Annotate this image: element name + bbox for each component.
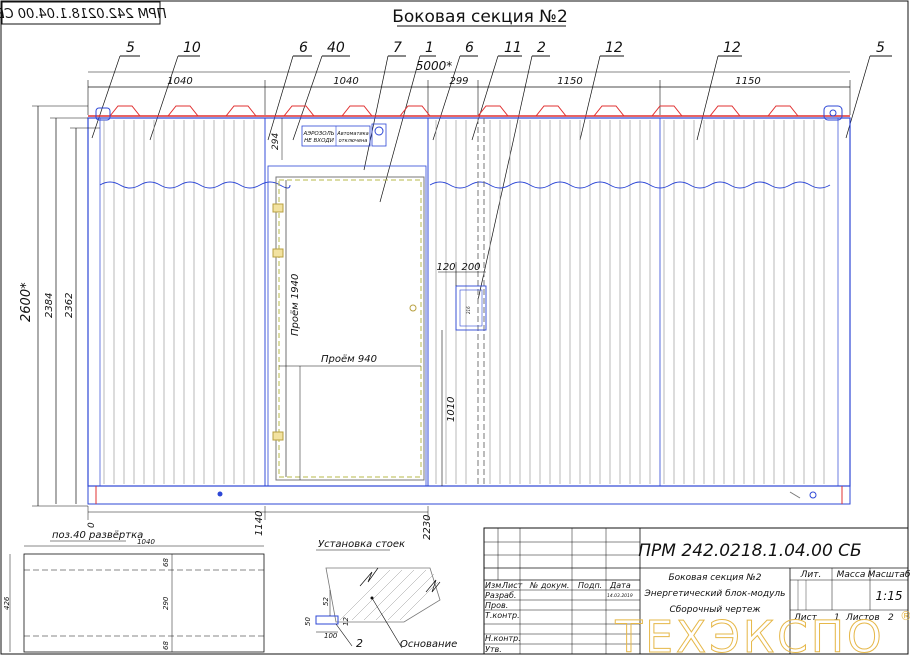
callout-40: 40 [327, 40, 345, 56]
tb-list: Лист [501, 581, 523, 590]
callout-2: 2 [537, 40, 546, 56]
tb-utv: Утв. [485, 645, 502, 654]
cable-entry: 216 120 200 1010 [436, 262, 487, 486]
unfold-height: 426 [3, 596, 11, 610]
dim-120: 120 [436, 262, 455, 273]
callout-12-a: 12 [605, 40, 623, 56]
tb-sign: Подп. [578, 581, 602, 590]
dim-5000: 5000* [416, 59, 453, 73]
tb-code: ПРМ 242.0218.1.04.00 СБ [638, 541, 861, 561]
callout-6-right: 6 [465, 40, 474, 56]
install-50: 50 [304, 617, 312, 626]
tb-date: Дата [609, 581, 631, 590]
alarm-device-icon [371, 123, 387, 147]
dim-1010: 1010 [446, 397, 457, 422]
tb-nkontr: Н.контр. [485, 634, 521, 643]
install-52: 52 [322, 597, 330, 606]
install-title: Установка стоек [318, 539, 405, 550]
door-block: Проём 1940 Проём 940 АЭРОЗОЛЬ НЕ ВХОДИ А… [264, 117, 429, 487]
tb-sheet: 1 [834, 613, 840, 623]
unfold-68-a: 68 [162, 558, 170, 567]
panel-seams [264, 118, 661, 486]
dim-294: 294 [271, 133, 281, 150]
dim-200: 200 [461, 262, 480, 273]
tb-sheets: 2 [888, 613, 894, 623]
sign2-line1: Автоматика [336, 131, 368, 137]
tb-mass: Масса [837, 570, 866, 580]
sign1-line2: НЕ ВХОДИ [304, 138, 334, 144]
bottom-dimensions: 0 1140 2230 [87, 506, 433, 540]
install-detail: Установка стоек 52 50 100 12 2 Основание [304, 539, 457, 650]
unfold-view: поз.40 развёртка 1040 426 68 290 68 [3, 530, 265, 653]
unfold-width: 1040 [137, 538, 155, 546]
dim-1040-a: 1040 [167, 76, 192, 87]
install-12: 12 [342, 617, 350, 626]
dim-1140: 1140 [254, 511, 265, 536]
stamp-frame [1, 1, 161, 25]
watermark-reg-mark: ® [900, 609, 910, 623]
tb-name1: Боковая секция №2 [669, 573, 762, 583]
install-callout-2: 2 [356, 637, 363, 650]
tb-lit: Лит. [800, 570, 822, 580]
tb-date-value: 14.03.2019 [607, 593, 633, 599]
tb-tkontr: Т.контр. [485, 611, 520, 620]
top-dimension-chain: 1040 1040 299 1150 1150 5000* [87, 59, 851, 115]
small-box-dim: 216 [466, 306, 471, 314]
dim-2362: 2362 [64, 293, 75, 318]
corrugation-lines [103, 120, 825, 484]
dim-2384: 2384 [44, 293, 55, 318]
dim-1150-a: 1150 [557, 76, 582, 87]
unfold-290: 290 [162, 596, 170, 610]
callout-1: 1 [425, 40, 434, 56]
callout-10: 10 [183, 40, 201, 56]
callout-5-right: 5 [876, 40, 885, 56]
dim-2230: 2230 [422, 515, 433, 540]
callout-6-left: 6 [299, 40, 308, 56]
dim-0: 0 [87, 522, 97, 528]
dim-1150-b: 1150 [735, 76, 760, 87]
tb-scale: 1:15 [876, 589, 903, 603]
title-block: ПРМ 242.0218.1.04.00 СБ Изм. Лист № доку… [483, 527, 910, 655]
callout-5-left: 5 [126, 40, 135, 56]
dim-299: 299 [449, 76, 468, 87]
callout-12-b: 12 [723, 40, 741, 56]
install-base: Основание [400, 639, 457, 650]
tb-sheet-label: Лист [793, 613, 818, 623]
tb-scale-header: Масштаб [868, 570, 910, 580]
unfold-title: поз.40 развёртка [52, 530, 143, 541]
unfold-68-b: 68 [162, 641, 170, 650]
wall-panel [87, 105, 851, 505]
dim-1040-b: 1040 [333, 76, 358, 87]
sign2-line2: отключена [339, 138, 368, 144]
watermark-logo: ТЕХЭКСПО [614, 612, 884, 656]
install-100: 100 [324, 632, 338, 640]
left-dimensions: 2600* 2384 2362 [19, 105, 100, 507]
stamp-text: ПРМ 242.0218.1.04.00 СБ [0, 7, 166, 22]
dim-opening-height: Проём 1940 [290, 274, 301, 336]
sign1-line1: АЭРОЗОЛЬ [302, 131, 334, 137]
tb-name2: Энергетический блок-модуль [644, 589, 786, 599]
tb-prov: Пров. [485, 601, 508, 610]
tb-name3: Сборочный чертеж [669, 605, 761, 615]
wave-lines [99, 181, 831, 189]
tb-sheets-label: Листов [845, 613, 880, 623]
dim-2600: 2600* [19, 282, 34, 322]
callout-11: 11 [504, 40, 522, 56]
callouts: 5 10 6 40 7 1 6 11 2 12 12 5 [91, 40, 892, 301]
callout-7: 7 [393, 40, 402, 56]
drawing-title: Боковая секция №2 [392, 7, 568, 27]
dim-opening-width: Проём 940 [321, 354, 377, 365]
tb-razrab: Разраб. [485, 591, 516, 600]
tb-doc: № докум. [529, 581, 569, 590]
tb-izm: Изм. [485, 581, 504, 590]
